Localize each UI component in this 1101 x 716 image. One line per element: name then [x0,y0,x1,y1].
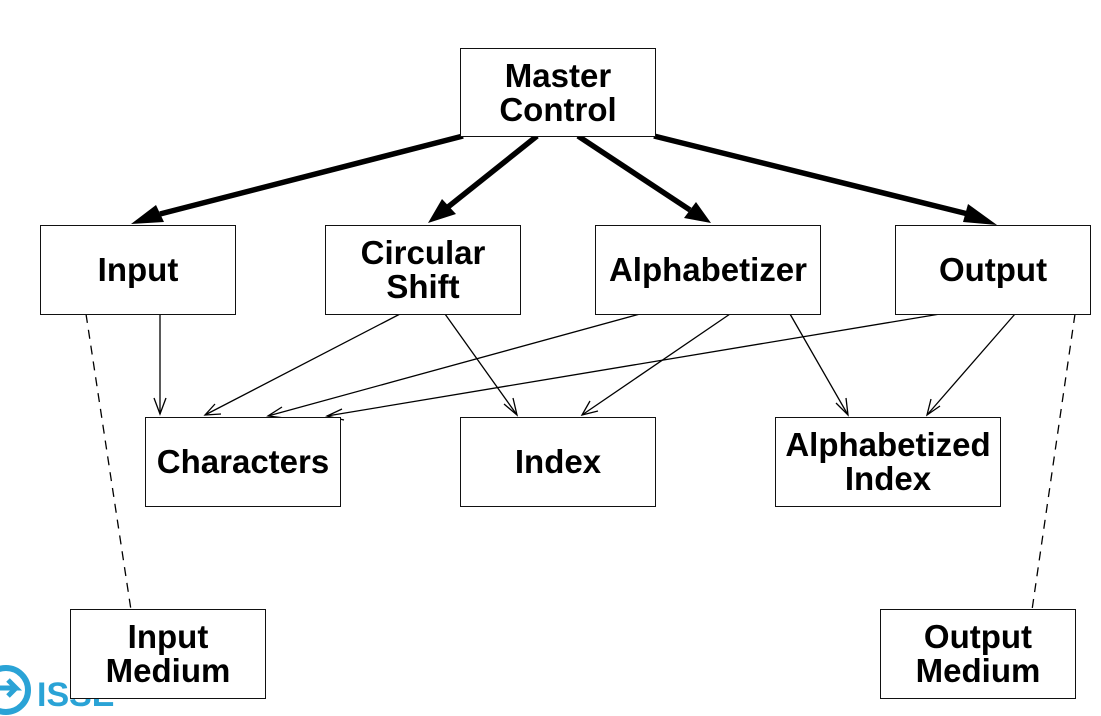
node-characters: Characters [145,417,341,507]
node-index-label: Index [514,443,602,480]
node-output-medium: Output Medium [880,609,1076,699]
arrowhead-circshift-index [503,397,519,417]
node-master-control: Master Control [460,48,656,137]
node-characters-label: Characters [156,443,330,480]
edge-alphabetizer-to-characters [267,313,641,417]
node-circular-shift: Circular Shift [325,225,521,315]
edge-output-to-alphabetized-index [926,313,1016,416]
edge-master-to-input [159,133,464,217]
node-output-medium-label: Output Medium [915,618,1041,689]
node-index: Index [460,417,656,507]
io-links [85,313,1076,611]
arrowhead-alphabetizer-index [580,400,599,417]
node-master-control-label: Master Control [499,56,617,128]
node-output-label: Output [938,251,1048,288]
edge-circular-shift-to-index [444,313,518,416]
node-alphabetizer-label: Alphabetizer [608,251,808,288]
edge-circular-shift-to-characters [204,313,401,416]
edge-master-to-circular-shift [446,133,539,210]
arrowhead-circshift-characters [203,403,222,416]
arrowhead-output-alphaindex [925,398,941,417]
node-alphabetized-index-label: Alphabetized Index [785,426,991,497]
edge-master-to-output [653,133,969,217]
arrowhead-alphabetizer [684,202,711,223]
node-output: Output [895,225,1091,315]
node-alphabetized-index: Alphabetized Index [775,417,1001,507]
arrowhead-alphabetizer-alphaindex [835,397,849,417]
arrowhead-input-characters [153,397,167,416]
node-input: Input [40,225,236,315]
node-alphabetizer: Alphabetizer [595,225,821,315]
node-input-label: Input [97,251,179,288]
edge-output-to-characters [326,313,941,417]
edge-alphabetizer-to-index [581,313,731,416]
node-input-medium: Input Medium [70,609,266,699]
edge-input-to-input-medium [85,313,132,611]
node-input-medium-label: Input Medium [105,618,231,689]
arrowhead-output [963,204,997,225]
edge-output-to-output-medium [1031,313,1076,611]
arrowhead-input [131,205,164,224]
edge-alphabetizer-to-alphabetized-index [789,313,849,416]
data-arrows [153,313,1016,421]
control-arrows [131,133,997,225]
arrowhead-circular-shift [428,199,456,223]
edge-master-to-alphabetizer [576,133,692,213]
node-circular-shift-label: Circular Shift [360,234,486,305]
